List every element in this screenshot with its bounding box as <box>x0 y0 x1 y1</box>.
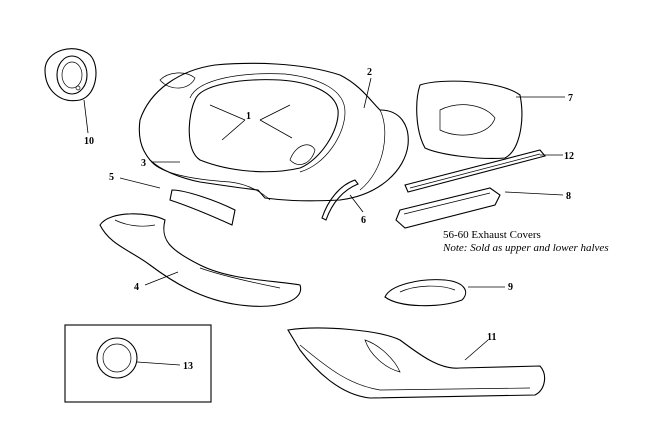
part-8-rocker-panel <box>395 187 501 229</box>
callout-4: 4 <box>134 282 139 293</box>
callout-13: 13 <box>183 361 193 372</box>
callout-8: 8 <box>566 191 571 202</box>
callout-2: 2 <box>367 67 372 78</box>
callout-10: 10 <box>84 136 94 147</box>
callout-1: 1 <box>246 111 251 122</box>
callout-6: 6 <box>361 215 366 226</box>
exhaust-covers-note: Note: Sold as upper and lower halves <box>443 242 609 254</box>
part-13-box <box>64 324 212 403</box>
exhaust-covers-title: 56-60 Exhaust Covers <box>443 229 541 241</box>
callout-7: 7 <box>568 93 573 104</box>
part-11-rear-quarter <box>287 327 546 399</box>
part-4-lower-valance <box>99 213 302 307</box>
part-6-wheel-arch-strip <box>321 179 359 221</box>
part-7-side-cove <box>416 80 523 159</box>
part-1-2-3-body-front <box>138 62 409 202</box>
exhaust-covers-note-text: Note: Sold as upper and lower halves <box>443 242 609 254</box>
part-12-rocker-strip <box>404 149 546 193</box>
part-5-panel <box>169 189 236 226</box>
callout-9: 9 <box>508 282 513 293</box>
callout-3: 3 <box>141 158 146 169</box>
part-10-round-cover <box>44 48 97 102</box>
callout-12: 12 <box>564 151 574 162</box>
callout-11: 11 <box>487 332 496 343</box>
part-9-exhaust-cover <box>384 279 467 307</box>
leader-lines <box>83 77 565 366</box>
callout-5: 5 <box>109 172 114 183</box>
